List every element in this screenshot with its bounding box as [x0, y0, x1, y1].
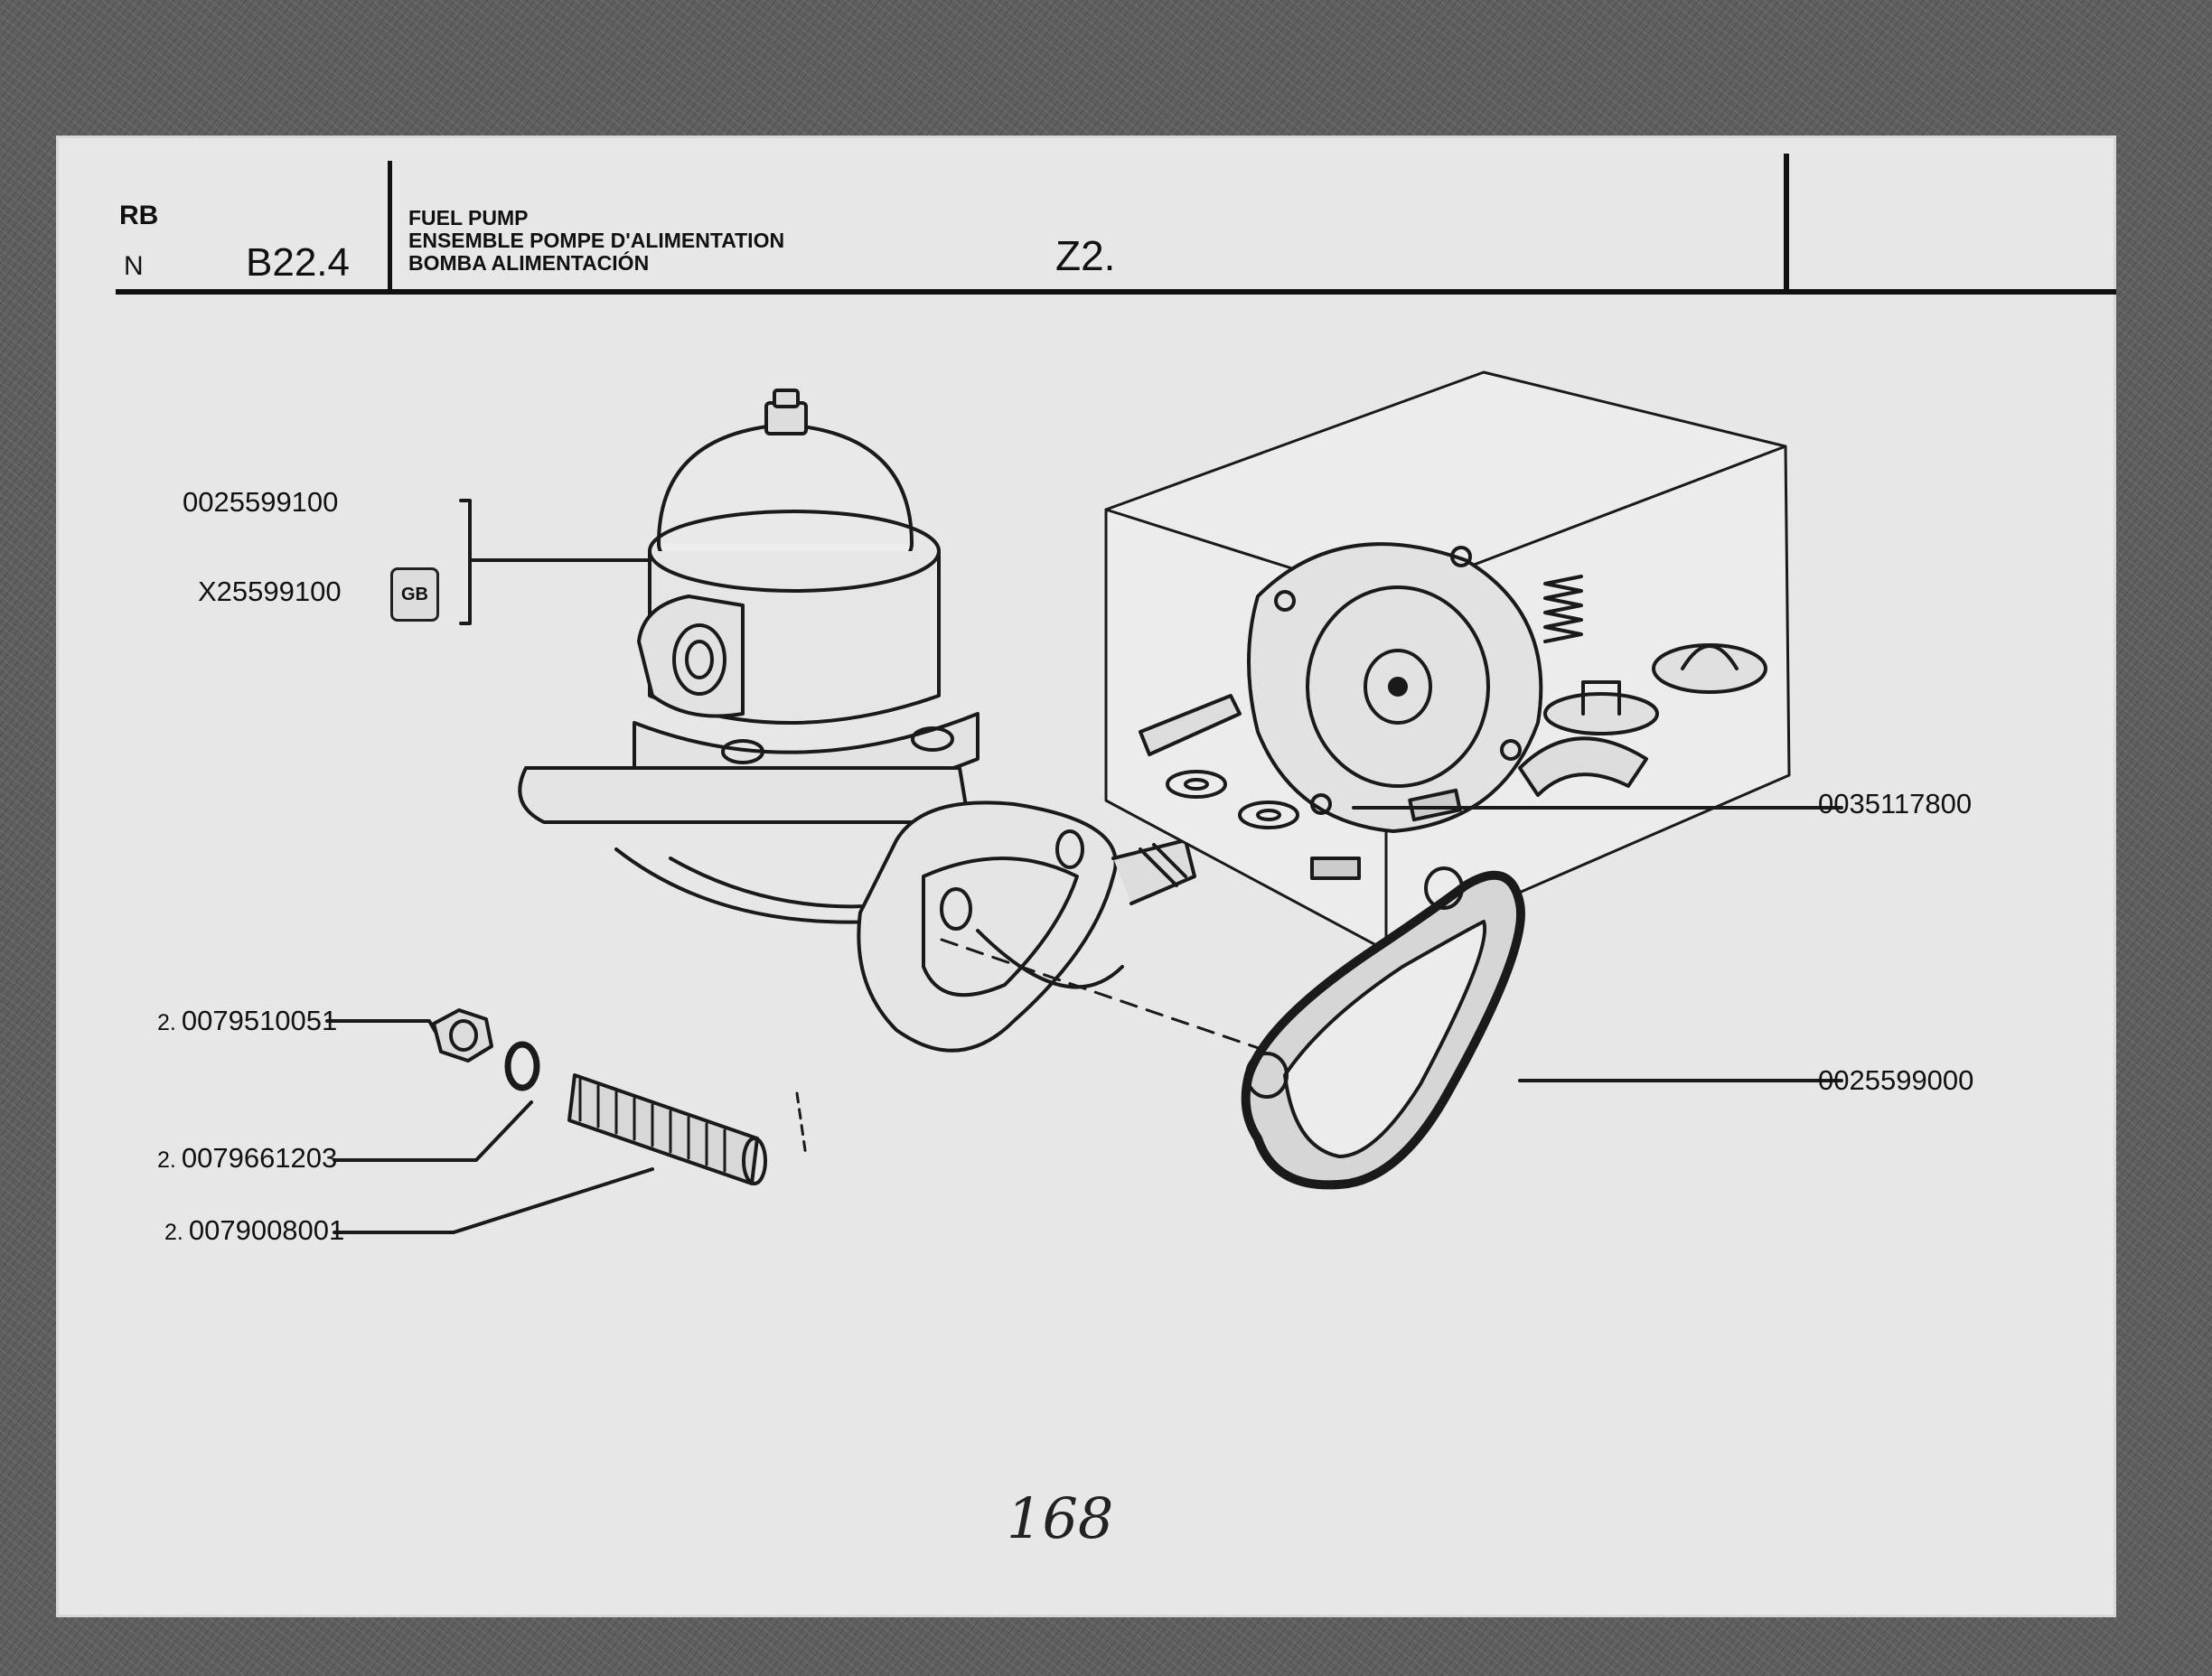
exploded-diagram — [325, 370, 1843, 1234]
repair-kit-drawing — [1104, 370, 1791, 952]
catalog-page: RB N B22.4 FUEL PUMP ENSEMBLE POMPE D'AL… — [56, 136, 2116, 1617]
header-rule — [116, 289, 2116, 295]
title-french: ENSEMBLE POMPE D'ALIMENTATION — [408, 229, 785, 252]
page-number: 168 — [1007, 1485, 1114, 1551]
title-english: FUEL PUMP — [408, 206, 529, 229]
section-code: B22.4 — [246, 240, 350, 285]
part-number-repair-kit: 0035117800 — [1818, 788, 1973, 819]
gasket-drawing — [1241, 866, 1525, 1190]
part-number-gasket: 0025599000 — [1818, 1064, 1974, 1096]
part-number-stud: 2.0079008001 — [164, 1214, 345, 1246]
group-code: Z2. — [1055, 232, 1116, 279]
code-rb: RB — [119, 201, 159, 230]
fasteners-drawing — [432, 1008, 767, 1185]
part-number-pump: 0025599100 — [183, 486, 339, 518]
part-number-pump-exchange: X25599100 — [198, 576, 342, 607]
gb-badge: GB — [390, 567, 439, 622]
header-divider-left — [388, 161, 392, 293]
fuel-pump-drawing — [518, 389, 1196, 1053]
part-number-nut: 2.0079510051 — [157, 1005, 338, 1036]
title-spanish: BOMBA ALIMENTACIÓN — [408, 251, 650, 275]
header-divider-right — [1784, 154, 1789, 295]
code-n: N — [124, 251, 144, 281]
part-number-washer: 2.0079661203 — [157, 1142, 338, 1174]
